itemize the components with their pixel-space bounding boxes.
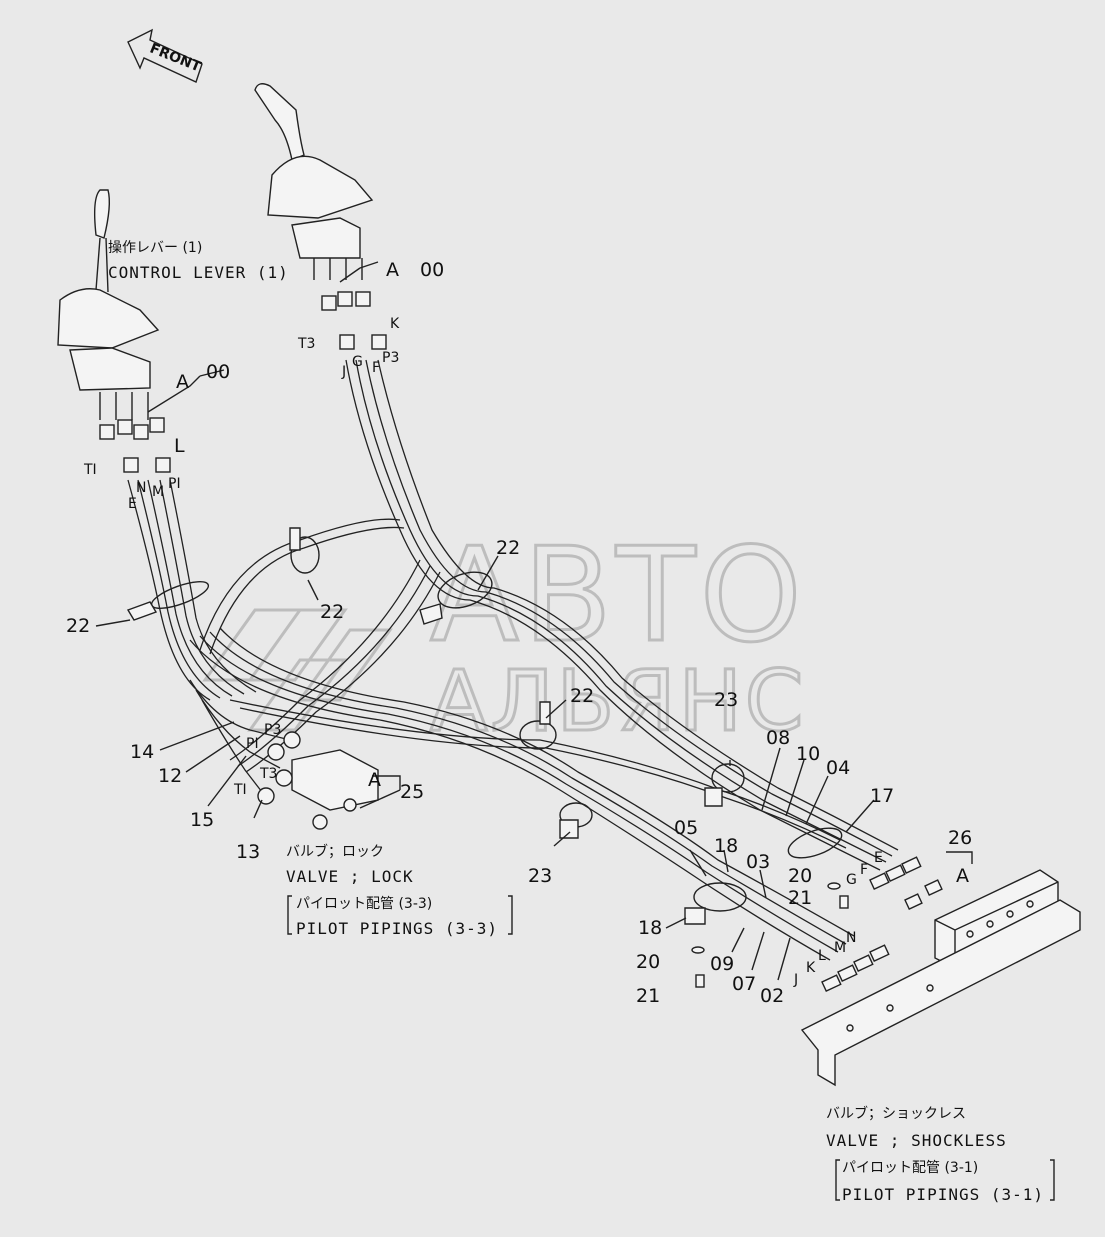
- callout-03: 03: [746, 851, 770, 873]
- port-t3-top: T3: [297, 336, 315, 352]
- callout-02: 02: [760, 985, 784, 1007]
- callout-a-left: A: [176, 371, 189, 393]
- port-j-sh: J: [793, 972, 798, 988]
- watermark-line1: АВТО: [430, 519, 806, 671]
- callout-00-right: 00: [420, 259, 444, 281]
- callout-a-right: A: [386, 259, 399, 281]
- port-n-sh: N: [846, 930, 856, 946]
- hose-bundles: [127, 359, 899, 961]
- port-j-top: J: [341, 364, 346, 380]
- callout-00-left: 00: [206, 361, 230, 383]
- port-n-top: N: [136, 480, 146, 496]
- port-g-top: G: [352, 354, 363, 370]
- port-e-sh: E: [874, 850, 883, 866]
- callout-09: 09: [710, 953, 734, 975]
- control-lever-jp: 操作レバー (1): [108, 240, 202, 256]
- callout-08: 08: [766, 727, 790, 749]
- shockless-valve-jp: バルブ；ショックレス: [826, 1105, 966, 1122]
- port-pi-lock: PI: [246, 736, 259, 752]
- callout-23-left: 23: [528, 865, 552, 887]
- port-t1-lock: TI: [233, 782, 247, 798]
- callout-22-low: 22: [570, 685, 594, 707]
- callout-05: 05: [674, 817, 698, 839]
- callout-04: 04: [826, 757, 850, 779]
- callout-20-right: 20: [788, 865, 812, 887]
- leader-lines: [95, 261, 973, 981]
- callout-07: 07: [732, 973, 756, 995]
- port-t1-top: TI: [83, 462, 97, 478]
- front-arrow: FRONT: [127, 28, 203, 83]
- callout-25: 25: [400, 781, 424, 803]
- shockless-valve-en: VALVE ; SHOCKLESS: [826, 1131, 1007, 1150]
- callout-22-arch: 22: [320, 601, 344, 623]
- callout-20-bottom: 20: [636, 951, 660, 973]
- port-pi-top: PI: [168, 476, 181, 492]
- callout-22-mid: 22: [496, 537, 520, 559]
- callout-10: 10: [796, 743, 820, 765]
- port-l-top: L: [174, 435, 185, 457]
- port-f-top: F: [372, 360, 380, 376]
- callout-12: 12: [158, 765, 182, 787]
- right-control-lever: [254, 83, 387, 350]
- port-t3-lock: T3: [259, 766, 277, 782]
- watermark-line2: АЛЬЯНС: [430, 652, 806, 750]
- port-k-sh: K: [806, 960, 816, 976]
- callout-14: 14: [130, 741, 154, 763]
- callout-13: 13: [236, 841, 260, 863]
- callout-18-bottom: 18: [638, 917, 662, 939]
- front-label: FRONT: [147, 40, 203, 75]
- port-m-sh: M: [834, 940, 846, 956]
- lock-valve-ref-jp: パイロット配管 (3-3): [296, 896, 432, 912]
- clamps: [126, 527, 843, 925]
- callout-26: 26: [948, 827, 972, 849]
- port-l-sh: L: [818, 948, 826, 964]
- port-m-top: M: [152, 484, 164, 500]
- shockless-valve-ref-jp: パイロット配管 (3-1): [842, 1160, 978, 1176]
- callout-18-top: 18: [714, 835, 738, 857]
- watermark: АВТО АЛЬЯНС: [202, 518, 806, 752]
- callout-21-right: 21: [788, 887, 812, 909]
- control-lever-en: CONTROL LEVER (1): [108, 263, 289, 282]
- shockless-valve: [691, 856, 1081, 1087]
- port-k-top: K: [390, 316, 400, 332]
- port-e-top: E: [128, 496, 137, 512]
- callout-a-lock: A: [368, 769, 381, 791]
- left-control-lever: [57, 189, 171, 473]
- callout-15: 15: [190, 809, 214, 831]
- port-g-sh: G: [846, 872, 857, 888]
- port-f-sh: F: [860, 862, 868, 878]
- callout-22-left: 22: [66, 615, 90, 637]
- callout-21-bottom: 21: [636, 985, 660, 1007]
- lock-valve-ref-en: PILOT PIPINGS (3-3): [296, 919, 498, 938]
- shockless-valve-ref-en: PILOT PIPINGS (3-1): [842, 1185, 1044, 1204]
- callout-17: 17: [870, 785, 894, 807]
- port-p3-lock: P3: [264, 722, 281, 738]
- callout-23-right: 23: [714, 689, 738, 711]
- part-callouts: 操作レバー (1) CONTROL LEVER (1) A 00 A 00 TI…: [66, 240, 1055, 1204]
- lock-valve-en: VALVE ; LOCK: [286, 867, 414, 886]
- callout-a-sh: A: [956, 865, 969, 887]
- lock-valve-jp: バルブ；ロック: [286, 843, 384, 860]
- port-p3-top: P3: [382, 350, 399, 366]
